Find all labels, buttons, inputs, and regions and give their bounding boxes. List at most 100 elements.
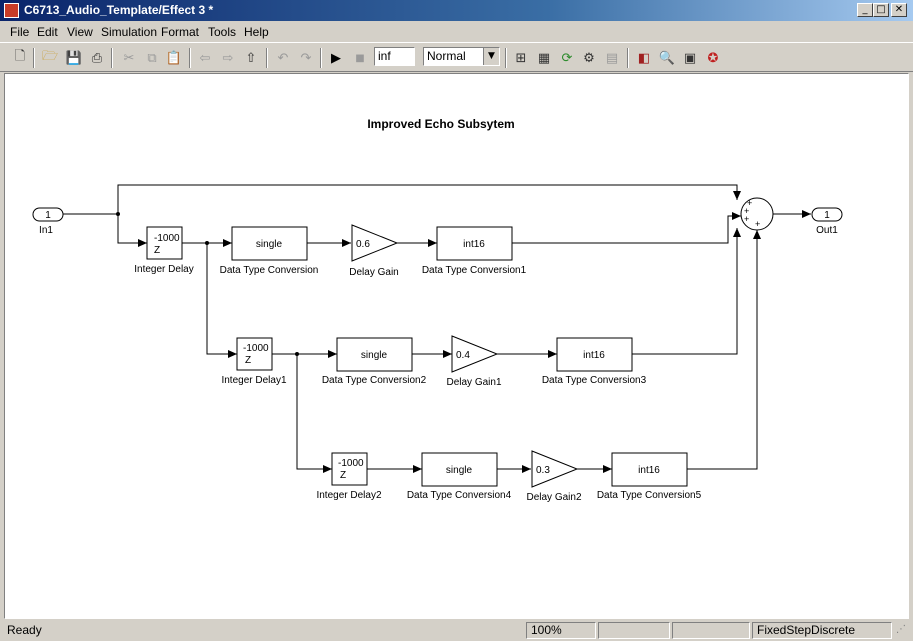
inport-number: 1 (45, 210, 51, 221)
delay-value: -1000 (338, 458, 364, 469)
minimize-icon[interactable]: _ (857, 3, 873, 17)
integer-delay-block[interactable]: -1000 Z (146, 226, 183, 260)
simulation-mode-select[interactable]: Normal ▼ (423, 47, 500, 66)
inport-label: In1 (39, 225, 53, 236)
diagram-title: Improved Echo Subsytem (367, 117, 514, 131)
conversion-type: single (256, 239, 283, 250)
redo-icon[interactable]: ↷ (300, 50, 312, 66)
menu-file[interactable]: File (10, 25, 30, 39)
integer-delay-block[interactable]: -1000 Z (236, 337, 273, 371)
zoom-level: 100% (526, 622, 596, 639)
signal-line[interactable] (117, 214, 147, 247)
model-advisor-icon[interactable]: ⚙ (583, 50, 595, 66)
solver-type: FixedStepDiscrete (752, 622, 892, 639)
signal-line[interactable] (632, 228, 741, 355)
up-arrow-icon[interactable]: ⇧ (245, 50, 257, 66)
toolbar-separator (320, 48, 322, 68)
data-type-conversion-block[interactable]: int16 (611, 452, 688, 487)
signal-line[interactable] (687, 230, 761, 470)
copy-icon[interactable]: ⧉ (147, 50, 157, 66)
gain-value: 0.3 (536, 465, 550, 476)
data-type-conversion-label: Data Type Conversion3 (542, 375, 647, 386)
resize-grip-icon[interactable]: ⋰ (896, 624, 906, 635)
paste-icon[interactable]: 📋 (165, 50, 183, 66)
toolbar-separator (33, 48, 35, 68)
properties-icon[interactable]: ▣ (683, 50, 697, 66)
branch-points (116, 212, 299, 356)
integer-delay-label: Integer Delay1 (221, 375, 286, 386)
inport-block[interactable]: 1 (32, 207, 64, 222)
close-icon[interactable]: ✕ (891, 3, 907, 17)
menu-edit[interactable]: Edit (37, 25, 58, 39)
cut-icon[interactable]: ✂ (123, 50, 135, 66)
status-panel-empty (598, 622, 670, 639)
gain-value: 0.6 (356, 239, 370, 250)
new-model-icon[interactable]: 🗋 (14, 49, 26, 64)
delay-gain-block[interactable]: 0.6 (351, 224, 399, 262)
data-type-conversion-block[interactable]: single (336, 337, 413, 372)
save-icon[interactable]: 💾 (65, 50, 83, 66)
title-bar: C6713_Audio_Template/Effect 3 * _ □ ✕ (0, 0, 913, 21)
profiler-icon[interactable]: ✪ (707, 50, 719, 66)
data-type-conversion-label: Data Type Conversion1 (422, 265, 527, 276)
window-title: C6713_Audio_Template/Effect 3 * (24, 3, 214, 17)
data-type-conversion-block[interactable]: single (231, 226, 308, 261)
toolbar: 🗋 🗁 💾 ⎙ ✂ ⧉ 📋 ⇦ ⇨ ⇧ ↶ ↷ ▶ ■ ⊞ ▦ ⟳ ⚙ ▤ ◧ … (0, 42, 913, 72)
delay-gain-block[interactable]: 0.3 (531, 450, 579, 488)
delay-gain-label: Delay Gain (349, 267, 398, 278)
model-explorer-icon[interactable]: ◧ (637, 50, 651, 66)
delay-z: Z (340, 470, 346, 481)
conversion-type: single (361, 350, 388, 361)
forward-arrow-icon[interactable]: ⇨ (222, 50, 234, 66)
data-type-conversion-label: Data Type Conversion (220, 265, 319, 276)
conversion-type: int16 (638, 465, 660, 476)
print-icon[interactable]: ⎙ (91, 50, 103, 66)
sum-sign: + (755, 219, 760, 229)
integer-delay-block[interactable]: -1000 Z (331, 452, 368, 486)
menu-help[interactable]: Help (244, 25, 269, 39)
data-type-conversion-block[interactable]: int16 (436, 226, 513, 261)
menu-simulation[interactable]: Simulation (101, 25, 158, 39)
stop-simulation-icon[interactable]: ■ (355, 52, 365, 64)
update-diagram-icon[interactable]: ⟳ (561, 50, 573, 66)
sum-sign: + (744, 206, 749, 216)
gain-value: 0.4 (456, 350, 470, 361)
signal-line[interactable] (512, 212, 741, 244)
menu-view[interactable]: View (67, 25, 93, 39)
library-browser-icon[interactable]: ▦ (537, 50, 551, 66)
maximize-icon[interactable]: □ (873, 3, 889, 17)
debug-icon[interactable]: ▤ (605, 50, 619, 66)
toolbar-separator (266, 48, 268, 68)
back-arrow-icon[interactable]: ⇦ (199, 50, 211, 66)
toolbar-separator (111, 48, 113, 68)
integer-delay-label: Integer Delay (134, 264, 193, 275)
sum-sign: + (744, 214, 749, 224)
find-icon[interactable]: 🔍 (658, 50, 676, 66)
data-type-conversion-block[interactable]: single (421, 452, 498, 487)
chevron-down-icon[interactable]: ▼ (483, 48, 499, 65)
menu-tools[interactable]: Tools (208, 25, 237, 39)
outport-block[interactable]: 1 (811, 207, 843, 222)
conversion-type: int16 (583, 350, 605, 361)
status-bar: Ready 100% FixedStepDiscrete ⋰ (0, 620, 913, 641)
direct-signal-line[interactable] (63, 184, 741, 215)
delay-z: Z (154, 245, 160, 256)
start-simulation-icon[interactable]: ▶ (331, 50, 341, 66)
menu-format[interactable]: Format (161, 25, 200, 39)
sum-block[interactable]: + + + + (740, 197, 774, 231)
block-diagram: Improved Echo Subsytem 1 In1 1 Out1 (32, 117, 843, 503)
delay-gain-block[interactable]: 0.4 (451, 335, 499, 373)
undo-icon[interactable]: ↶ (277, 50, 289, 66)
signal-line[interactable] (206, 243, 237, 358)
model-canvas[interactable]: Improved Echo Subsytem 1 In1 1 Out1 (4, 73, 909, 619)
data-type-conversion-label: Data Type Conversion4 (407, 490, 512, 501)
simulink-app-icon[interactable] (4, 3, 19, 18)
branch-point (295, 352, 299, 356)
data-type-conversion-block[interactable]: int16 (556, 337, 633, 372)
build-icon[interactable]: ⊞ (515, 50, 527, 66)
signal-line[interactable] (296, 354, 332, 473)
open-folder-icon[interactable]: 🗁 (41, 49, 59, 64)
stop-time-input[interactable]: inf (374, 47, 415, 66)
delay-gain-label: Delay Gain1 (446, 377, 501, 388)
branch-point (116, 212, 120, 216)
